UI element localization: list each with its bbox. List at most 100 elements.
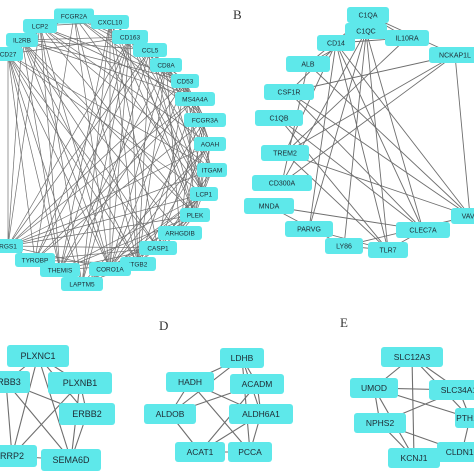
edge [184,80,211,145]
gene-node-cd300a: CD300A [252,175,312,191]
gene-node-pth1r: PTH1R [455,408,474,428]
gene-node-lcp2: LCP2 [23,19,57,33]
node-box [59,403,115,425]
edge [278,117,389,251]
node-label: SLC34A1 [441,385,474,395]
gene-node-cd27: CD27 [0,47,23,61]
edge [335,42,471,217]
node-label: IL10RA [395,35,419,42]
node-label: ITGAM [202,167,223,174]
edge [7,25,41,247]
gene-node-casp1: CASP1 [139,241,177,255]
edge [7,53,139,265]
edge [165,64,181,234]
gene-node-umod: UMOD [350,378,398,398]
edge [194,143,211,216]
node-label: CXCL10 [98,19,123,26]
node-box [244,198,294,214]
edge [39,25,213,171]
gene-node-cxcl10: CXCL10 [91,15,129,29]
node-label: LCP1 [196,191,213,198]
edge [411,356,415,459]
edge [39,25,111,270]
gene-node-kcnj1: KCNJ1 [388,448,440,468]
node-box [180,208,210,222]
node-label: CD163 [120,34,141,41]
gene-node-plek: PLEK [180,208,210,222]
gene-node-plxnb1: PLXNB1 [48,372,112,394]
node-label: MNDA [259,203,280,210]
node-box [194,137,226,151]
gene-node-cd53: CD53 [171,74,199,88]
node-box [381,347,443,367]
edge [7,193,205,247]
edge [21,39,186,82]
node-label: SLC12A3 [394,352,431,362]
edge [81,49,151,285]
edge [7,245,159,249]
gene-node-aldob: ALDOB [144,404,196,424]
gene-node-c1qa: C1QA [347,7,389,23]
edge [34,98,196,261]
node-label: ARHGDIB [165,230,195,237]
node-box [23,19,57,33]
node-label: CD300A [269,180,296,187]
edge [7,53,61,271]
gene-node-cd8a: CD8A [150,58,182,72]
node-label: LY86 [336,243,352,250]
edge [81,36,131,285]
edge [308,30,367,230]
node-box [144,404,196,424]
node-box [317,35,355,51]
edge [5,381,13,457]
gene-node-rgs1: RGS1 [0,239,23,253]
node-label: ALDH6A1 [242,409,280,419]
edge [7,53,111,270]
edge [7,36,131,247]
edge [73,15,111,270]
node-box [61,277,103,291]
edge [179,169,213,234]
edge [288,91,424,231]
gene-node-acat1: ACAT1 [175,442,225,462]
node-box [171,74,199,88]
edge [39,25,196,100]
node-box [455,408,474,428]
edge [343,14,369,247]
node-label: CORO1A [96,266,124,273]
node-label: ERBB2 [72,409,102,419]
node-label: ACADM [242,379,273,389]
edge [335,42,424,231]
node-label: C1QB [269,115,288,122]
node-box [91,15,129,29]
node-label: FCGR3A [192,117,219,124]
edge [11,382,81,457]
node-label: LDHB [231,353,254,363]
edge [21,39,159,249]
gene-node-vav1: VAV1 [451,208,474,224]
edge [34,49,151,261]
node-label: KCNJ1 [401,453,428,463]
node-label: AOAH [201,141,220,148]
edge [39,25,211,145]
node-box [197,163,227,177]
node-box [429,380,474,400]
edge [149,49,196,216]
gene-node-trem2: TREM2 [261,145,309,161]
node-box [345,23,387,39]
edge [284,152,389,251]
edge [7,36,131,55]
node-box [7,345,69,367]
edge [109,21,159,249]
node-label: MS4A4A [182,96,208,103]
edge [109,80,186,270]
gene-node-aoah: AOAH [194,137,226,151]
node-box [264,84,314,100]
edge [59,36,131,271]
gene-node-cldn16: CLDN16 [437,442,474,462]
node-box [252,175,312,191]
edge [7,53,83,285]
edge [109,64,167,270]
edge [37,355,72,461]
